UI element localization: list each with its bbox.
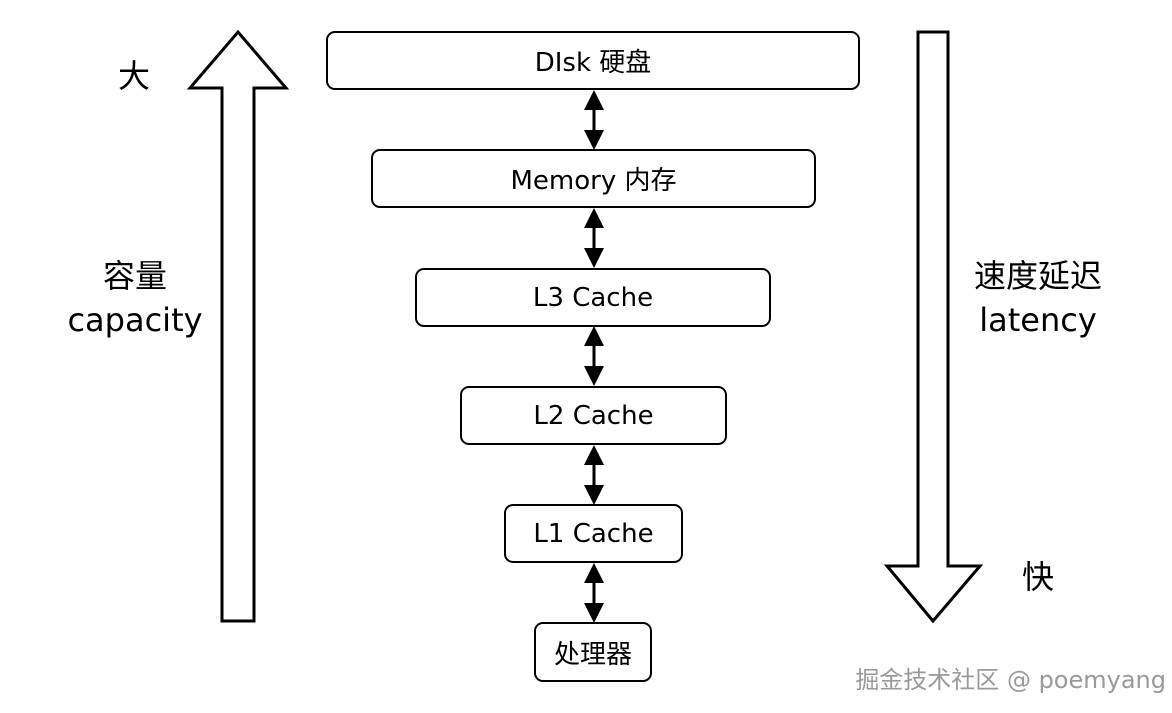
l1-cache-box: L1 Cache (504, 504, 683, 563)
latency-title-cn: 速度延迟 (973, 257, 1102, 295)
latency-bottom-label: 快 (1021, 558, 1054, 596)
capacity-title-cn: 容量 (102, 257, 167, 295)
memory-box: Memory 内存 (371, 149, 816, 208)
connector-l3-l2 (584, 326, 604, 386)
connector-memory-l3 (584, 208, 604, 268)
disk-label: DIsk 硬盘 (534, 48, 652, 78)
capacity-up-arrow (186, 29, 290, 623)
l2-cache-box: L2 Cache (460, 386, 727, 445)
disk-box: DIsk 硬盘 (326, 31, 860, 90)
l3-cache-label: L3 Cache (532, 282, 654, 313)
connector-disk-memory (584, 90, 604, 150)
l2-cache-label: L2 Cache (533, 400, 654, 431)
capacity-title-en: capacity (67, 301, 203, 339)
memory-label: Memory 内存 (510, 166, 677, 196)
processor-box: 处理器 (534, 622, 652, 682)
latency-title-en: latency (979, 301, 1097, 339)
processor-label: 处理器 (553, 639, 632, 670)
capacity-top-label: 大 (117, 57, 150, 95)
watermark: 掘金技术社区 @ poemyang (855, 666, 1166, 694)
l1-cache-label: L1 Cache (533, 518, 654, 549)
l3-cache-box: L3 Cache (415, 268, 771, 327)
latency-down-arrow (883, 30, 984, 624)
connector-l2-l1 (584, 445, 604, 505)
connector-l1-processor (584, 563, 604, 623)
